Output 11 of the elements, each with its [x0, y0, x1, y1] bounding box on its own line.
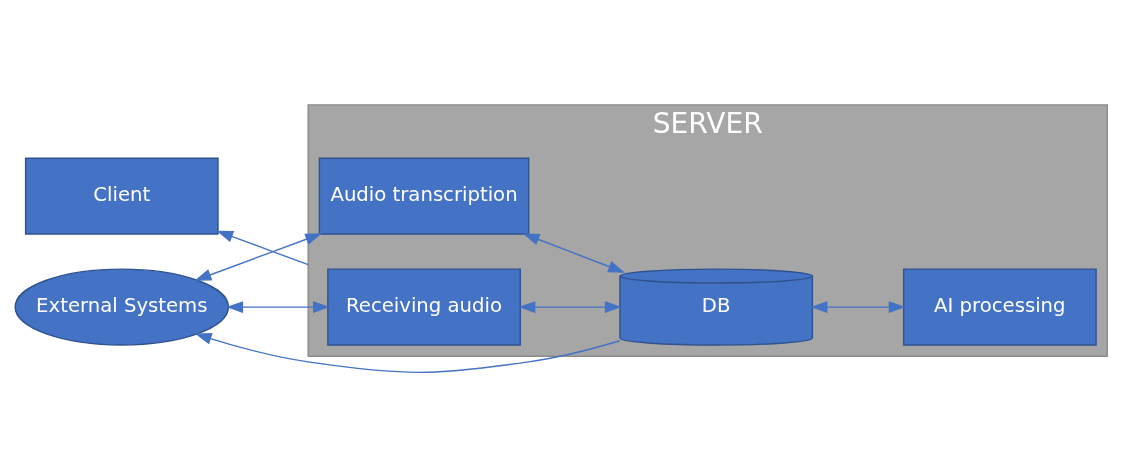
- arrow: [194, 232, 323, 281]
- arrow: [810, 300, 906, 313]
- arrow: [194, 332, 621, 373]
- node-box: Receiving audio: [327, 267, 521, 346]
- node-box: AI processing: [902, 267, 1097, 346]
- arrow: [518, 300, 622, 313]
- arrow: [216, 230, 309, 265]
- arrow: [226, 300, 330, 313]
- arrow: [522, 232, 625, 273]
- node-box: Client: [24, 157, 219, 235]
- node-box: Audio transcription: [318, 157, 530, 235]
